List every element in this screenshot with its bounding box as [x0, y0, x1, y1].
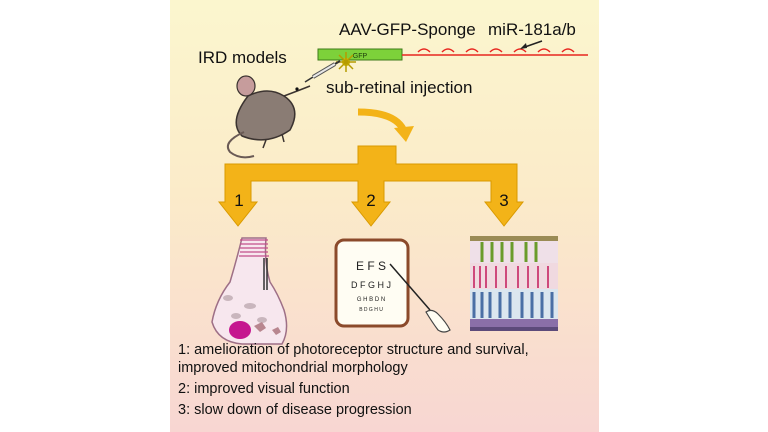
eye-chart-row-4: B D G H U	[359, 307, 383, 313]
models-label: IRD models	[198, 48, 287, 67]
eye-chart-row-2: D F G H J	[351, 280, 391, 290]
branch-number-2: 2	[366, 191, 375, 210]
outcome-line-3: 2: improved visual function	[178, 381, 350, 397]
branch-number-3: 3	[499, 191, 508, 210]
pointer-stick	[389, 263, 431, 311]
mouse-icon	[226, 75, 311, 159]
eye-chart-row-1: E F S	[356, 259, 386, 273]
pointing-hand	[425, 309, 451, 333]
graphical-abstract: GFP 1 2 3	[170, 0, 599, 432]
branch-number-1: 1	[234, 191, 243, 210]
construct-label: AAV-GFP-Sponge	[339, 20, 476, 39]
eye-chart: E F S D F G H J G H B D N B D G H U	[334, 238, 451, 333]
photoreceptor-cell-illustration	[211, 237, 288, 345]
virus-icon	[336, 52, 356, 72]
branching-arrow	[217, 145, 525, 227]
eye-chart-row-3: G H B D N	[357, 297, 385, 303]
sponge-sites	[417, 48, 575, 53]
retina-tissue-illustration	[470, 236, 558, 331]
diagram-artwork: GFP 1 2 3	[211, 40, 588, 345]
syringe-icon	[304, 60, 341, 83]
outcome-line-1: 1: amelioration of photoreceptor structu…	[178, 342, 529, 358]
outcome-line-2: improved mitochondrial morphology	[178, 360, 408, 376]
outcome-line-4: 3: slow down of disease progression	[178, 402, 412, 418]
injection-label: sub-retinal injection	[326, 78, 473, 97]
gfp-label: GFP	[353, 53, 368, 60]
mirna-label: miR-181a/b	[488, 20, 576, 39]
